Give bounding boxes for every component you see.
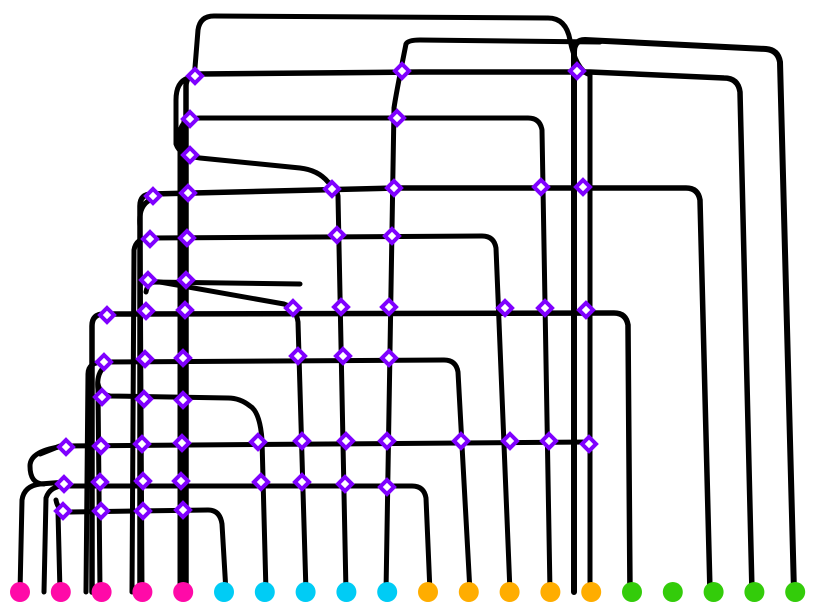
wire-9: [41, 483, 433, 595]
crossing-node-46: [500, 431, 520, 451]
crossing-node-24: [379, 297, 399, 317]
crossing-node-34: [92, 387, 112, 407]
terminal-green-3: [703, 582, 724, 602]
crossing-node-49: [54, 474, 74, 494]
wire-18: [55, 509, 63, 595]
crossing-node-60: [173, 500, 193, 520]
wire-21: [147, 279, 303, 287]
crossing-node-27: [576, 300, 596, 320]
crossing-node-21: [175, 300, 195, 320]
crossing-node-33: [379, 348, 399, 368]
terminal-magenta-2: [50, 582, 71, 602]
crossing-node-41: [248, 432, 268, 452]
wire-10: [383, 37, 603, 595]
terminal-orange-5: [581, 582, 602, 602]
terminal-green-5: [785, 582, 806, 602]
terminal-orange-4: [540, 582, 561, 602]
crossing-node-59: [133, 501, 153, 521]
terminals: [10, 582, 806, 602]
crossing-node-40: [172, 433, 192, 453]
crossing-node-1: [185, 66, 205, 86]
terminal-cyan-4: [336, 582, 357, 602]
crossing-node-32: [333, 346, 353, 366]
crossing-node-14: [177, 228, 197, 248]
crossing-node-47: [539, 431, 559, 451]
wire-7: [129, 233, 513, 595]
crossing-node-29: [135, 349, 155, 369]
crossing-node-3: [567, 61, 587, 81]
crossing-node-58: [91, 501, 111, 521]
crossing-node-23: [331, 297, 351, 317]
crossing-node-44: [377, 431, 397, 451]
crossing-node-15: [327, 225, 347, 245]
terminal-cyan-5: [377, 582, 398, 602]
crossing-node-28: [94, 352, 114, 372]
crossing-node-5: [387, 108, 407, 128]
wire-8: [83, 357, 473, 595]
crossing-node-6: [180, 145, 200, 165]
crossing-node-30: [173, 348, 193, 368]
crossing-node-10: [384, 178, 404, 198]
terminal-orange-1: [418, 582, 438, 602]
crossing-node-39: [132, 434, 152, 454]
crossing-node-54: [292, 472, 312, 492]
terminal-green-1: [622, 582, 642, 602]
crossing-node-11: [531, 177, 551, 197]
terminal-magenta-1: [10, 582, 30, 602]
crossing-node-36: [173, 390, 193, 410]
crossing-node-16: [382, 226, 402, 246]
wire-4: [89, 310, 633, 595]
crossing-node-53: [251, 472, 271, 492]
terminal-green-2: [662, 582, 683, 602]
crossing-node-8: [178, 183, 198, 203]
crossing-node-57: [53, 501, 73, 521]
crossing-node-20: [136, 301, 156, 321]
crossing-node-43: [336, 431, 356, 451]
crossing-node-4: [180, 109, 200, 129]
crossing-node-48: [579, 434, 599, 454]
crossing-node-12: [573, 177, 593, 197]
terminal-cyan-1: [214, 582, 234, 602]
terminal-magenta-4: [132, 582, 153, 602]
terminal-magenta-5: [173, 582, 194, 602]
crossing-node-26: [535, 298, 555, 318]
crossing-node-22: [283, 298, 303, 318]
crossing-node-7: [143, 186, 163, 206]
wire-22: [27, 443, 69, 487]
crossing-node-38: [91, 436, 111, 456]
crossing-node-37: [56, 437, 76, 457]
crossing-node-25: [495, 298, 515, 318]
crossing-node-31: [288, 346, 308, 366]
crossing-nodes: [53, 61, 599, 521]
crossing-node-51: [133, 471, 153, 491]
crossing-node-2: [392, 61, 412, 81]
terminal-magenta-3: [91, 582, 112, 602]
crossing-node-17: [138, 270, 158, 290]
crossing-node-45: [451, 431, 471, 451]
crossing-node-52: [171, 471, 191, 491]
crossing-node-35: [134, 389, 154, 409]
terminal-cyan-2: [254, 582, 275, 602]
crossing-node-55: [335, 474, 355, 494]
wire-16: [137, 197, 153, 595]
crossing-node-56: [377, 477, 397, 497]
terminal-cyan-3: [295, 582, 316, 602]
terminal-orange-2: [458, 582, 479, 602]
terminal-green-4: [744, 582, 765, 602]
crossing-node-18: [176, 270, 196, 290]
crossing-node-13: [140, 229, 160, 249]
crossing-node-50: [90, 472, 110, 492]
crossing-node-19: [97, 305, 117, 325]
crossing-node-42: [292, 431, 312, 451]
crossing-node-9: [322, 179, 342, 199]
terminal-orange-3: [499, 582, 520, 602]
